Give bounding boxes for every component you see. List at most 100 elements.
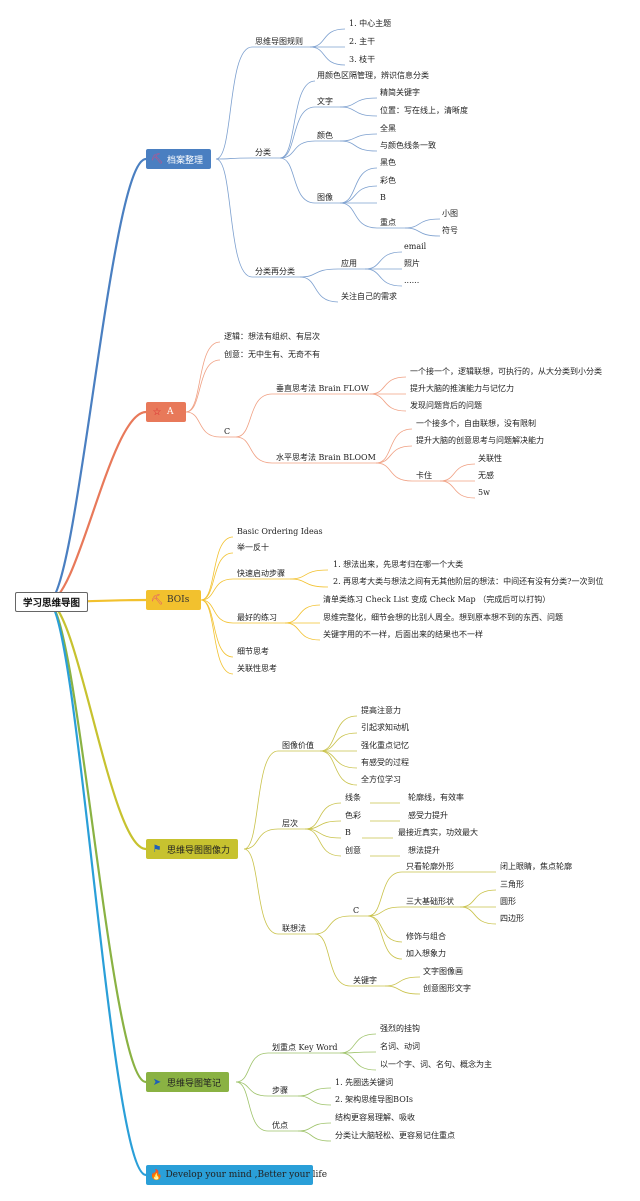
node-creativity[interactable]: 创意：无中生有、无奇不有 (224, 350, 320, 359)
branch-a[interactable]: ☆ A (146, 402, 186, 422)
node-all-black[interactable]: 全黑 (380, 124, 396, 133)
node-hue-desc[interactable]: 感受力提升 (408, 811, 448, 820)
node-numb[interactable]: 无感 (478, 471, 494, 480)
node-logic[interactable]: 逻辑：想法有组织、有层次 (224, 332, 320, 341)
node-key-1[interactable]: 强烈的挂钩 (380, 1024, 420, 1033)
node-merit-1[interactable]: 结构更容易理解、吸收 (335, 1113, 415, 1122)
node-black[interactable]: 黑色 (380, 158, 396, 167)
node-quadrilateral[interactable]: 四边形 (500, 914, 524, 923)
node-quick-2[interactable]: 2. 再思考大类与想法之间有无其他阶层的想法：中间还有没有分类?一次到位 (333, 577, 604, 586)
node-idea-desc[interactable]: 想法提升 (408, 846, 440, 855)
node-focus[interactable]: 重点 (380, 218, 396, 227)
node-lines-desc[interactable]: 轮廓线，有效率 (408, 793, 464, 802)
node-step-2[interactable]: 2. 架构思维导图BOIs (335, 1095, 414, 1104)
node-quick-start[interactable]: 快速启动步骤 (237, 569, 285, 578)
node-lines[interactable]: 线条 (345, 793, 361, 802)
node-keyword-1[interactable]: 文字图像画 (423, 967, 463, 976)
node-assoc-c[interactable]: C (353, 906, 360, 915)
node-step-1[interactable]: 1. 先圈选关键词 (335, 1078, 394, 1087)
root-node[interactable]: 学习思维导图 (15, 592, 88, 612)
node-apply[interactable]: 应用 (341, 259, 357, 268)
node-email[interactable]: email (404, 242, 427, 251)
node-merit-2[interactable]: 分类让大脑轻松、更容易记住重点 (335, 1131, 455, 1140)
node-steps[interactable]: 步骤 (272, 1086, 288, 1095)
node-level-b[interactable]: B (345, 828, 351, 837)
node-b[interactable]: B (380, 193, 386, 202)
connector (243, 848, 279, 935)
node-horizontal[interactable]: 水平思考法 Brain BLOOM (276, 453, 376, 462)
node-relational-thinking[interactable]: 关联性思考 (237, 664, 277, 673)
node-value-2[interactable]: 引起求知动机 (361, 723, 409, 732)
node-hue[interactable]: 色彩 (345, 811, 361, 820)
node-outline-desc[interactable]: 闭上眼睛，焦点轮廓 (500, 862, 572, 871)
node-colorful[interactable]: 彩色 (380, 176, 396, 185)
node-symbol[interactable]: 符号 (442, 226, 458, 235)
node-basic-shapes[interactable]: 三大基础形状 (406, 897, 454, 906)
node-key-3[interactable]: 以一个字、词、名句、概念为主 (380, 1060, 492, 1069)
node-practice-2[interactable]: 思维完整化，细节会想的比别人周全。想到原本想不到的东西、问题 (323, 613, 563, 622)
node-practice-1[interactable]: 清单类练习 Check List 变成 Check Map （完成后可以打钩） (323, 595, 551, 604)
node-vertical-1[interactable]: 一个接一个，逻辑联想，可执行的，从大分类到小分类 (410, 367, 602, 376)
node-rule-2[interactable]: 2. 主干 (349, 37, 376, 46)
node-position[interactable]: 位置：写在线上，清晰度 (380, 106, 468, 115)
node-photo[interactable]: 照片 (404, 259, 420, 268)
node-detail-thinking[interactable]: 细节思考 (237, 647, 269, 656)
node-key-word[interactable]: 划重点 Key Word (272, 1043, 338, 1052)
branch-label: 档案整理 (167, 155, 204, 166)
node-idea[interactable]: 创意 (345, 846, 361, 855)
branch-notes[interactable]: ➤ 思维导图笔记 (146, 1072, 230, 1092)
node-rule-3[interactable]: 3. 枝干 (349, 55, 376, 64)
node-keyword-2[interactable]: 创意图形文字 (423, 984, 471, 993)
node-image-value[interactable]: 图像价值 (282, 741, 314, 750)
node-c[interactable]: C (224, 427, 231, 436)
node-outline[interactable]: 只看轮廓外形 (406, 862, 454, 871)
node-color-manage[interactable]: 用颜色区隔管理，辨识信息分类 (317, 71, 429, 80)
node-keyword-short[interactable]: 精简关键字 (380, 88, 420, 97)
node-merits[interactable]: 优点 (272, 1121, 288, 1130)
node-basic-ordering[interactable]: Basic Ordering Ideas (237, 527, 323, 536)
node-value-1[interactable]: 提高注意力 (361, 706, 401, 715)
node-association[interactable]: 联想法 (282, 924, 306, 933)
node-keyword[interactable]: 关键字 (353, 976, 377, 985)
node-text[interactable]: 文字 (317, 97, 333, 106)
node-one-to-ten[interactable]: 举一反十 (237, 543, 269, 552)
node-value-4[interactable]: 有感受的过程 (361, 758, 409, 767)
node-vertical-2[interactable]: 提升大脑的推演能力与记忆力 (410, 384, 514, 393)
node-rule-1[interactable]: 1. 中心主题 (349, 19, 392, 28)
node-vertical-3[interactable]: 发现问题背后的问题 (410, 401, 482, 410)
node-rules[interactable]: 思维导图规则 (255, 37, 303, 46)
node-ellipsis[interactable]: ...... (404, 276, 420, 285)
node-imagination[interactable]: 加入想象力 (406, 949, 446, 958)
node-horizontal-1[interactable]: 一个接多个，自由联想，没有限制 (416, 419, 536, 428)
branch-bois[interactable]: ⛏ BOIs (146, 590, 201, 610)
node-classify[interactable]: 分类 (255, 148, 271, 157)
node-quick-1[interactable]: 1. 想法出来，先思考归在哪一个大类 (333, 560, 464, 569)
node-practice-3[interactable]: 关键字用的不一样，后面出来的结果也不一样 (323, 630, 483, 639)
node-image[interactable]: 图像 (317, 193, 333, 202)
node-circle[interactable]: 圆形 (500, 897, 516, 906)
main-connector (47, 600, 147, 851)
node-value-5[interactable]: 全方位学习 (361, 775, 401, 784)
node-triangle[interactable]: 三角形 (500, 880, 524, 889)
node-horizontal-2[interactable]: 提升大脑的创意思考与问题解决能力 (416, 436, 544, 445)
node-vertical[interactable]: 垂直思考法 Brain FLOW (276, 384, 369, 393)
node-color-match[interactable]: 与颜色线条一致 (380, 141, 436, 150)
node-relevance[interactable]: 关联性 (478, 454, 502, 463)
branch-archive[interactable]: ⛏ 档案整理 (146, 149, 212, 169)
node-stuck[interactable]: 卡住 (416, 471, 432, 480)
node-key-2[interactable]: 名词、动词 (380, 1042, 420, 1051)
node-5w[interactable]: 5w (478, 488, 490, 497)
node-small-image[interactable]: 小图 (442, 209, 458, 218)
node-value-3[interactable]: 强化重点记忆 (361, 741, 409, 750)
node-decoration[interactable]: 修饰与组合 (406, 932, 446, 941)
node-care-needs[interactable]: 关注自己的需求 (341, 292, 397, 301)
node-reclassify[interactable]: 分类再分类 (255, 267, 295, 276)
connector (215, 157, 253, 160)
node-level-b-desc[interactable]: 最接近真实，功效最大 (398, 828, 478, 837)
branch-develop[interactable]: 🔥 Develop your mind ,Better your life (146, 1165, 327, 1185)
node-best-practice[interactable]: 最好的练习 (237, 613, 277, 622)
node-color[interactable]: 颜色 (317, 131, 333, 140)
branch-image-power[interactable]: ⚑ 思维导图图像力 (146, 839, 239, 859)
node-level[interactable]: 层次 (282, 819, 298, 828)
branch-label: A (167, 407, 174, 417)
